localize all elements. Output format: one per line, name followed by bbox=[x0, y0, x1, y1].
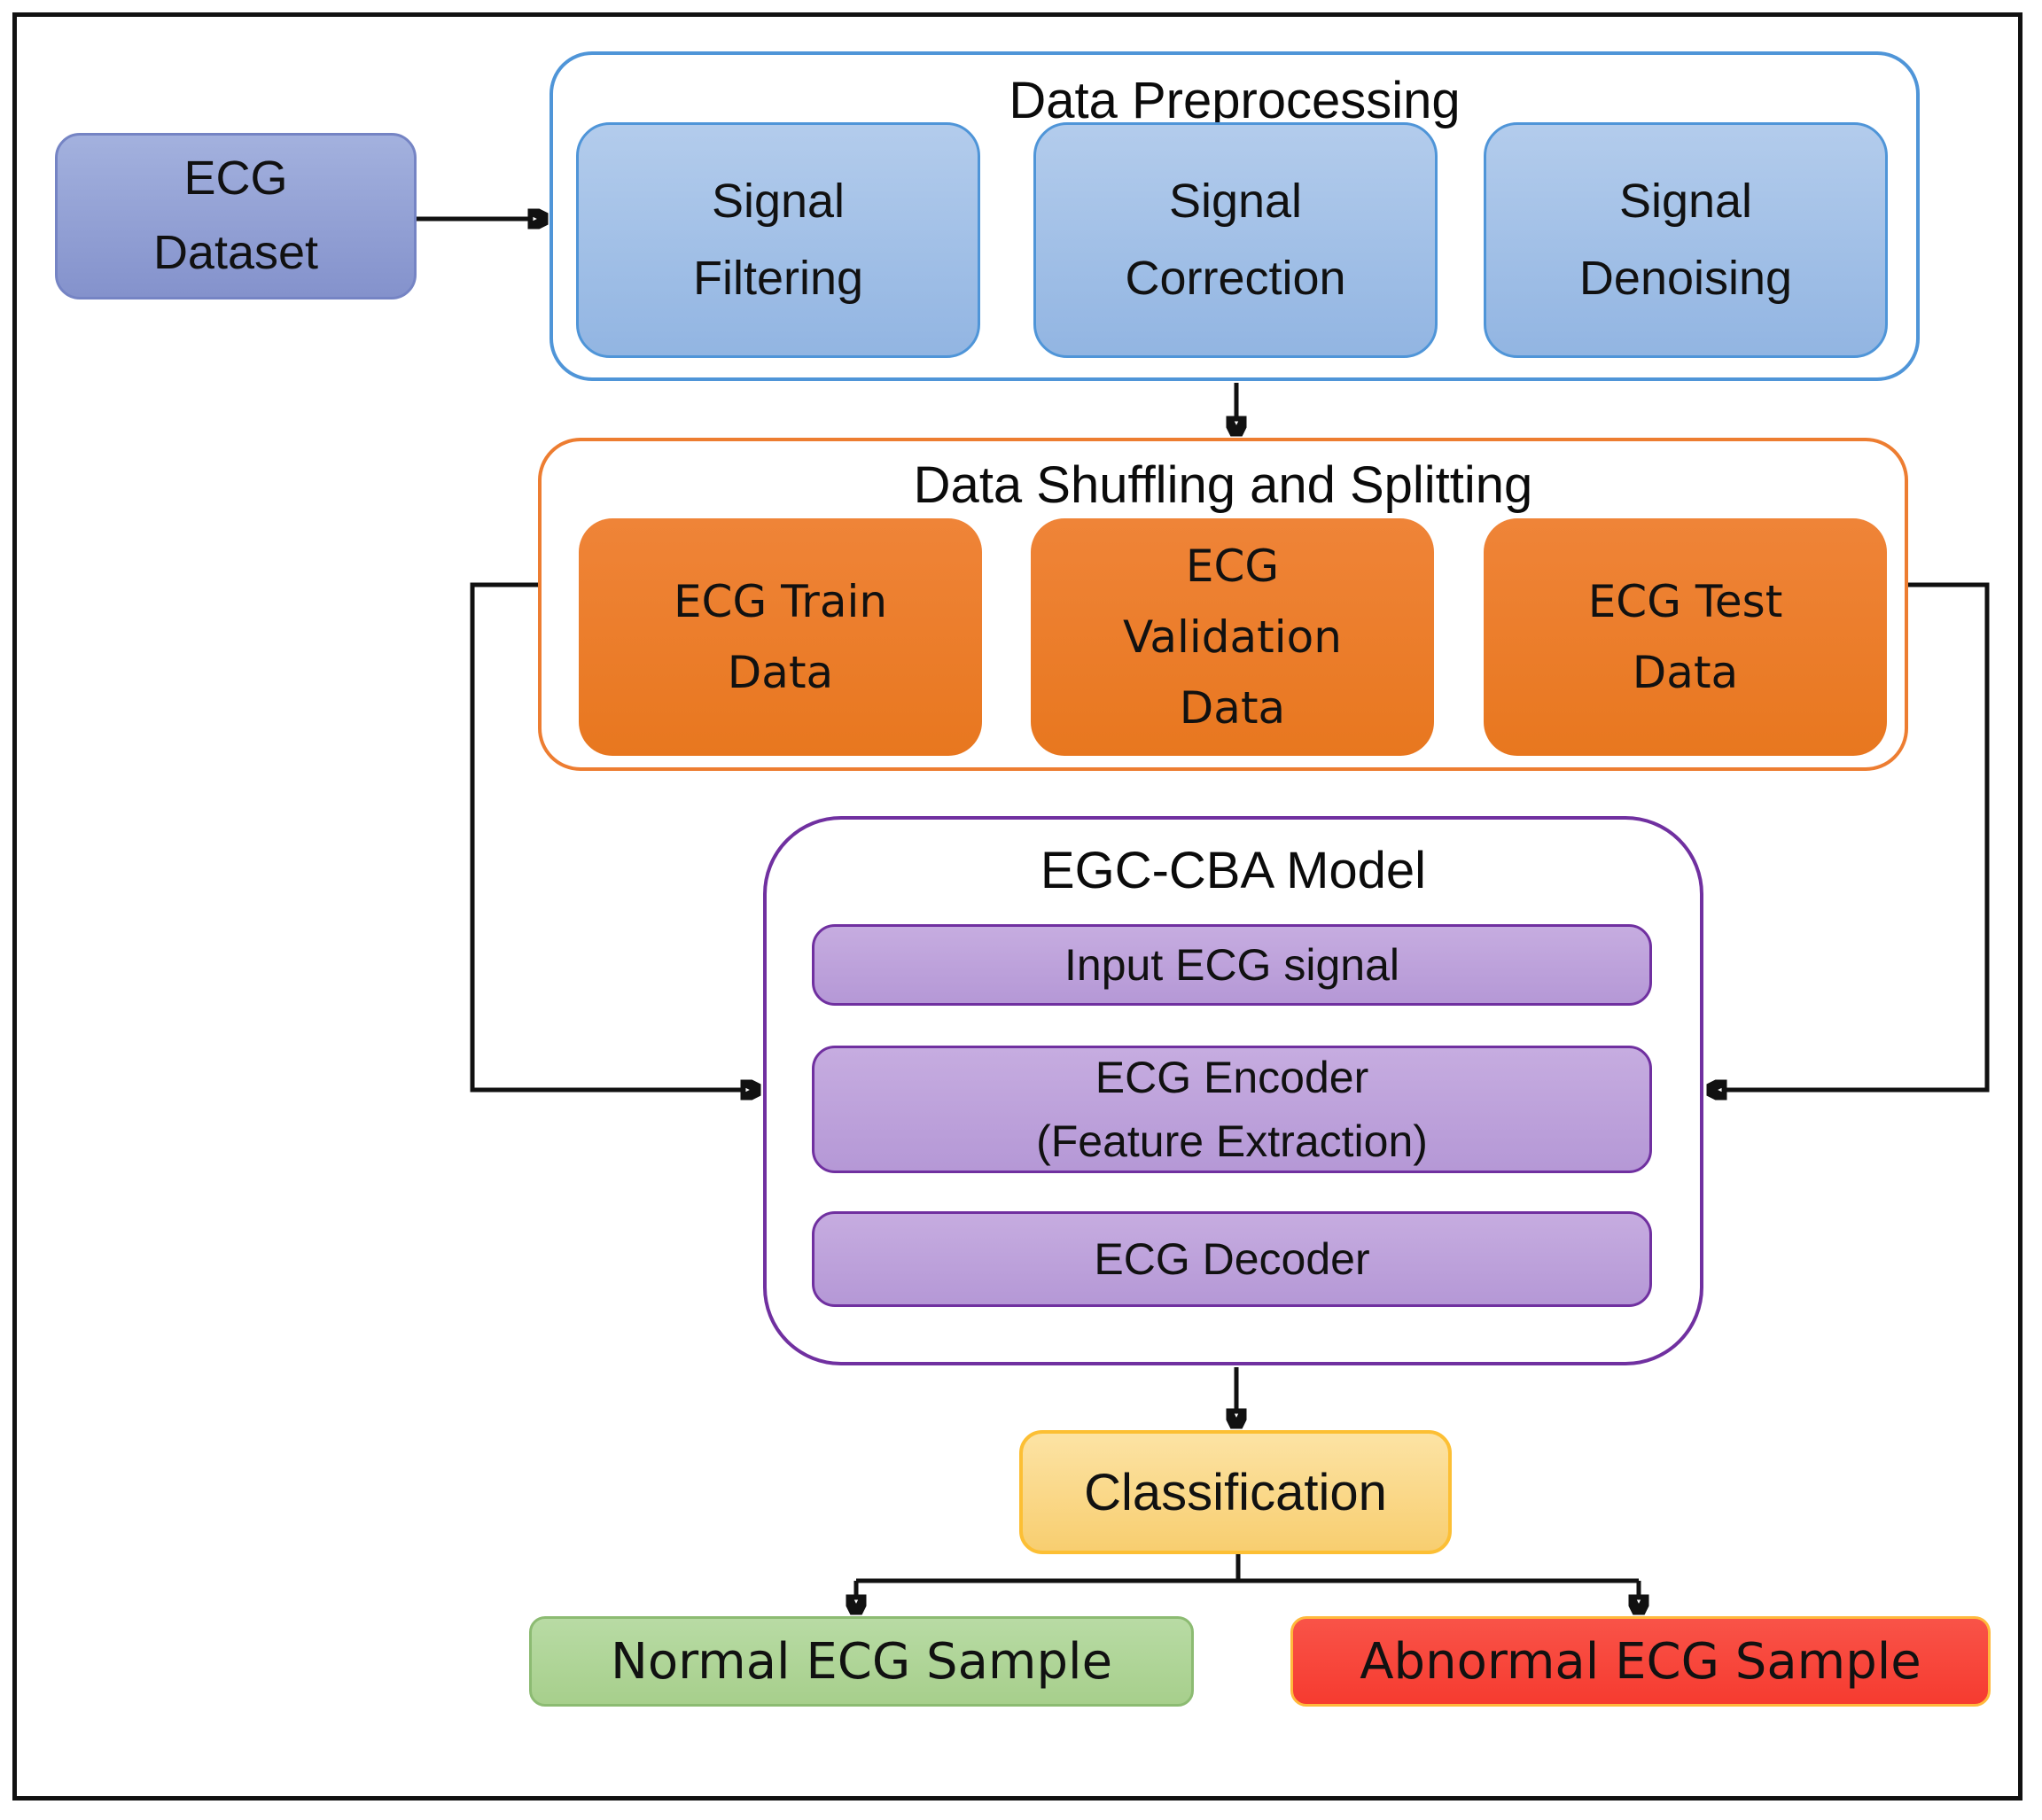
signal-denoising-line1: Signal bbox=[1618, 174, 1753, 228]
node-ecg-dataset: ECG Dataset bbox=[55, 133, 417, 299]
node-classification: Classification bbox=[1019, 1430, 1452, 1554]
abnormal-ecg-sample-label: Abnormal ECG Sample bbox=[1360, 1632, 1921, 1691]
egc-cba-model-title: EGC-CBA Model bbox=[1040, 842, 1427, 899]
ecg-train-line1: ECG Train bbox=[673, 576, 888, 627]
normal-ecg-sample-label: Normal ECG Sample bbox=[610, 1632, 1113, 1691]
signal-filtering-line1: Signal bbox=[711, 174, 846, 228]
node-ecg-test-data: ECG Test Data bbox=[1484, 518, 1887, 756]
node-input-ecg-signal: Input ECG signal bbox=[812, 924, 1652, 1006]
input-ecg-signal-label: Input ECG signal bbox=[1064, 939, 1399, 990]
node-ecg-decoder: ECG Decoder bbox=[812, 1211, 1652, 1307]
classification-label: Classification bbox=[1084, 1463, 1387, 1521]
node-ecg-train-data: ECG Train Data bbox=[579, 518, 982, 756]
node-signal-filtering: Signal Filtering bbox=[576, 122, 980, 358]
ecg-train-line2: Data bbox=[727, 647, 834, 698]
node-normal-ecg-sample: Normal ECG Sample bbox=[529, 1616, 1194, 1707]
ecg-validation-line1: ECG bbox=[1185, 541, 1280, 592]
ecg-validation-line2: Validation bbox=[1123, 611, 1342, 663]
data-preprocessing-title: Data Preprocessing bbox=[1009, 72, 1461, 129]
ecg-test-line2: Data bbox=[1632, 647, 1739, 698]
signal-denoising-line2: Denoising bbox=[1578, 252, 1793, 305]
ecg-dataset-label-line2: Dataset bbox=[152, 226, 319, 279]
ecg-validation-line3: Data bbox=[1179, 682, 1286, 734]
page-border bbox=[12, 12, 2023, 1801]
ecg-encoder-line1: ECG Encoder bbox=[1095, 1052, 1369, 1102]
node-ecg-validation-data: ECG Validation Data bbox=[1031, 518, 1434, 756]
signal-correction-line1: Signal bbox=[1168, 174, 1303, 228]
signal-filtering-line2: Filtering bbox=[692, 252, 864, 305]
node-signal-denoising: Signal Denoising bbox=[1484, 122, 1888, 358]
data-shuffling-title: Data Shuffling and Splitting bbox=[913, 456, 1533, 514]
node-signal-correction: Signal Correction bbox=[1033, 122, 1438, 358]
node-abnormal-ecg-sample: Abnormal ECG Sample bbox=[1290, 1616, 1991, 1707]
ecg-test-line1: ECG Test bbox=[1587, 576, 1783, 627]
signal-correction-line2: Correction bbox=[1125, 252, 1346, 305]
ecg-decoder-label: ECG Decoder bbox=[1094, 1233, 1370, 1284]
ecg-encoder-line2: (Feature Extraction) bbox=[1036, 1116, 1428, 1166]
node-ecg-encoder: ECG Encoder (Feature Extraction) bbox=[812, 1046, 1652, 1173]
ecg-dataset-label-line1: ECG bbox=[183, 152, 288, 206]
